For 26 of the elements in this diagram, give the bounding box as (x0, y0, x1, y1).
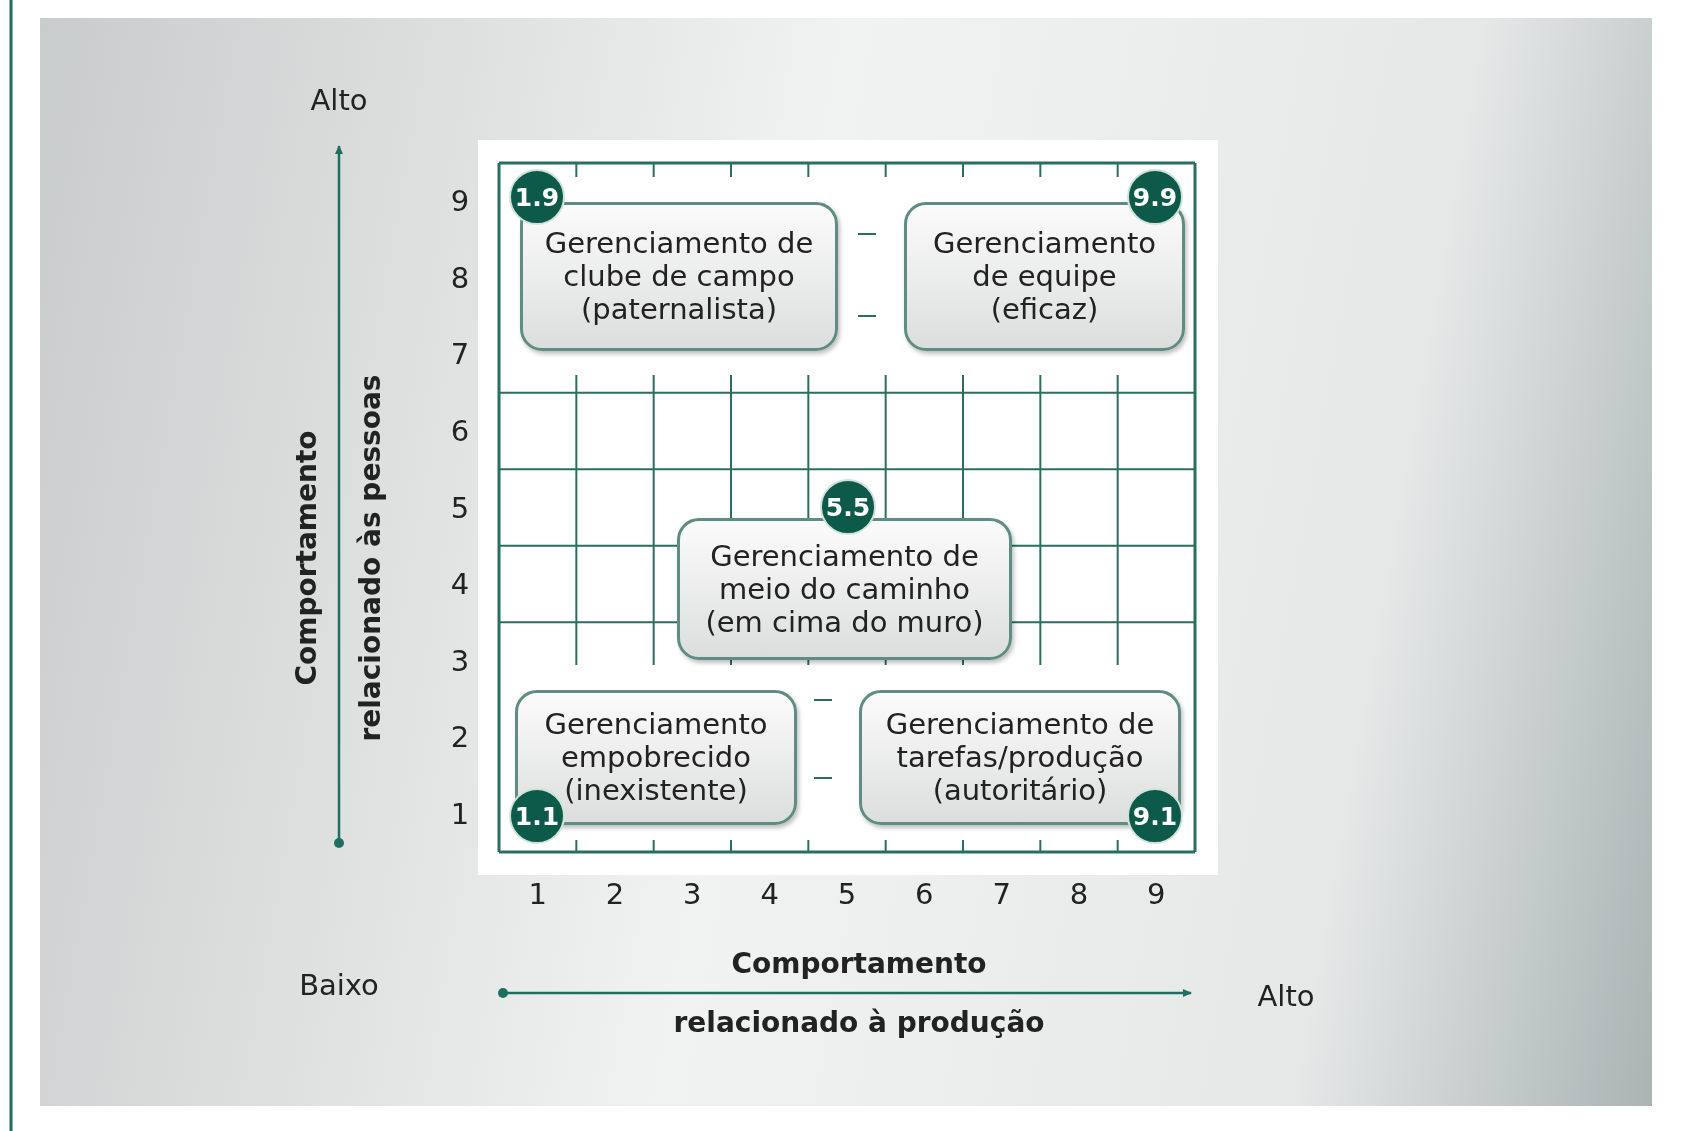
tick-label: 7 (450, 337, 470, 372)
tick-label: 3 (683, 877, 702, 911)
tick-label: 5 (450, 490, 470, 525)
tick-label: 1 (528, 877, 547, 911)
tick-label: 4 (450, 567, 470, 602)
tick-label: 2 (450, 720, 470, 755)
tick-label: 2 (605, 877, 625, 911)
axis-title: Comportamento (289, 430, 323, 686)
axis-title: relacionado à produção (673, 1005, 1045, 1039)
tick-label: 6 (450, 413, 470, 448)
tick-label: 8 (1069, 877, 1089, 911)
tick-label: 6 (915, 877, 934, 911)
tick-label: 3 (450, 643, 470, 678)
tick-label: 9 (450, 184, 470, 219)
tick-label: 9 (1147, 877, 1166, 911)
axis-end-label: Alto (310, 83, 368, 117)
axis-end-label: Alto (1257, 979, 1315, 1013)
axis-end-label: Baixo (299, 968, 379, 1002)
axis-title: relacionado às pessoas (353, 374, 387, 742)
tick-label: 5 (837, 877, 857, 911)
axis-title: Comportamento (731, 946, 987, 980)
tick-label: 1 (450, 796, 470, 831)
tick-label: 8 (450, 260, 470, 295)
tick-label: 4 (760, 877, 779, 911)
tick-label: 7 (992, 877, 1011, 911)
style-box: Gerenciamento de meio do caminho (em cima do muro) (677, 518, 1012, 660)
